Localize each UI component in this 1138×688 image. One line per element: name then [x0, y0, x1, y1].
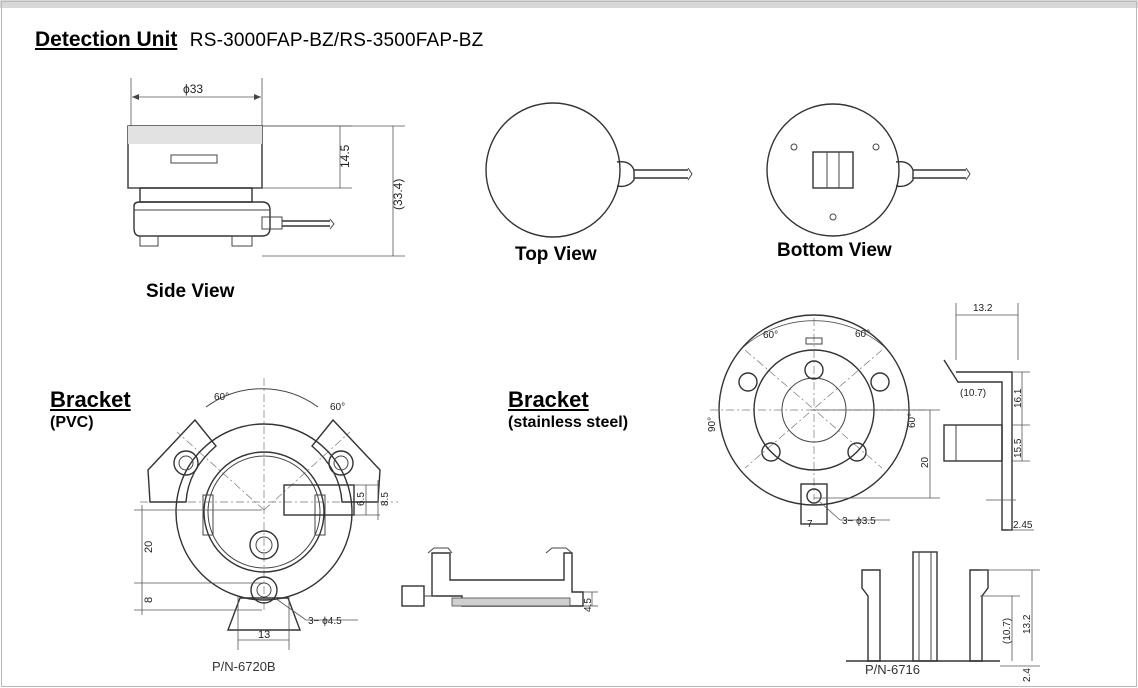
dim-ss-2-45: 2.45 — [1013, 520, 1033, 531]
dim-pvc-angle2: 60° — [330, 402, 345, 413]
dim-ss-10-7: (10.7) — [960, 388, 986, 399]
dim-ss-7: 7 — [807, 519, 813, 530]
dim-ss-16-1: 16.1 — [1013, 388, 1024, 408]
bracket-pvc-label: Bracket (PVC) — [50, 387, 131, 432]
title-detection-unit: Detection Unit — [35, 28, 178, 51]
dim-phi33: ϕ33 — [183, 82, 203, 96]
dim-ss-angle3: 90° — [707, 417, 718, 432]
dim-ss-front-13-2: 13.2 — [1022, 614, 1033, 634]
top-view-label: Top View — [515, 244, 597, 265]
side-view-label: Side View — [146, 281, 235, 302]
title-model-number: RS-3000FAP-BZ/RS-3500FAP-BZ — [189, 30, 484, 51]
bracket-steel-side: 13.2 (10.7) 16.1 15.5 2.45 — [943, 303, 1034, 531]
bracket-pvc-heading: Bracket — [50, 387, 131, 412]
bracket-steel-material: (stainless steel) — [508, 414, 629, 431]
bracket-steel-front: (10.7) 13.2 2.4 — [846, 551, 1040, 682]
bracket-pvc-plan: 60° 60° 6.5 8.5 20 8 13 — [134, 378, 398, 650]
steel-part-number: P/N-6716 — [865, 662, 920, 677]
side-view-drawing: ϕ33 14.5 (33.4) — [127, 78, 405, 257]
dim-pvc-8-5: 8.5 — [380, 492, 391, 506]
dim-pvc-4-5: 4.5 — [583, 598, 594, 612]
dim-pvc-angle1: 60° — [214, 392, 229, 403]
dim-pvc-8: 8 — [143, 597, 155, 603]
bottom-view-drawing — [766, 103, 971, 237]
page-title: Detection Unit RS-3000FAP-BZ/RS-3500FAP-… — [35, 28, 483, 52]
dim-pvc-holes: 3− ϕ4.5 — [308, 616, 342, 627]
dim-ss-15-5: 15.5 — [1013, 438, 1024, 458]
dim-ss-holes: 3− ϕ3.5 — [842, 516, 876, 527]
dim-ss-angle2: 60° — [855, 329, 870, 340]
dim-14-5: 14.5 — [338, 144, 352, 168]
dim-pvc-13: 13 — [258, 629, 270, 641]
top-view-drawing — [485, 102, 693, 238]
top-border-bar — [0, 0, 1138, 8]
dim-ss-front-10-7: (10.7) — [1002, 618, 1013, 644]
bracket-steel-plan: 60° 60° 90° 60° 20 7 3− ϕ3.5 — [707, 314, 940, 530]
bracket-pvc-section: 4.5 — [401, 547, 598, 612]
bottom-view-label: Bottom View — [777, 240, 892, 261]
dim-ss-angle1: 60° — [763, 330, 778, 341]
pvc-part-number: P/N-6720B — [212, 659, 276, 674]
dim-pvc-6-5: 6.5 — [356, 492, 367, 506]
bracket-steel-heading: Bracket — [508, 387, 589, 412]
bracket-pvc-material: (PVC) — [50, 414, 94, 431]
dim-ss-angle4: 60° — [907, 413, 918, 428]
dim-ss-13-2: 13.2 — [973, 303, 993, 314]
dim-ss-20: 20 — [920, 456, 931, 468]
bracket-steel-label: Bracket (stainless steel) — [508, 387, 628, 432]
dim-pvc-20: 20 — [143, 541, 155, 553]
dim-33-4: (33.4) — [391, 179, 405, 210]
dim-ss-2-4: 2.4 — [1022, 668, 1033, 682]
